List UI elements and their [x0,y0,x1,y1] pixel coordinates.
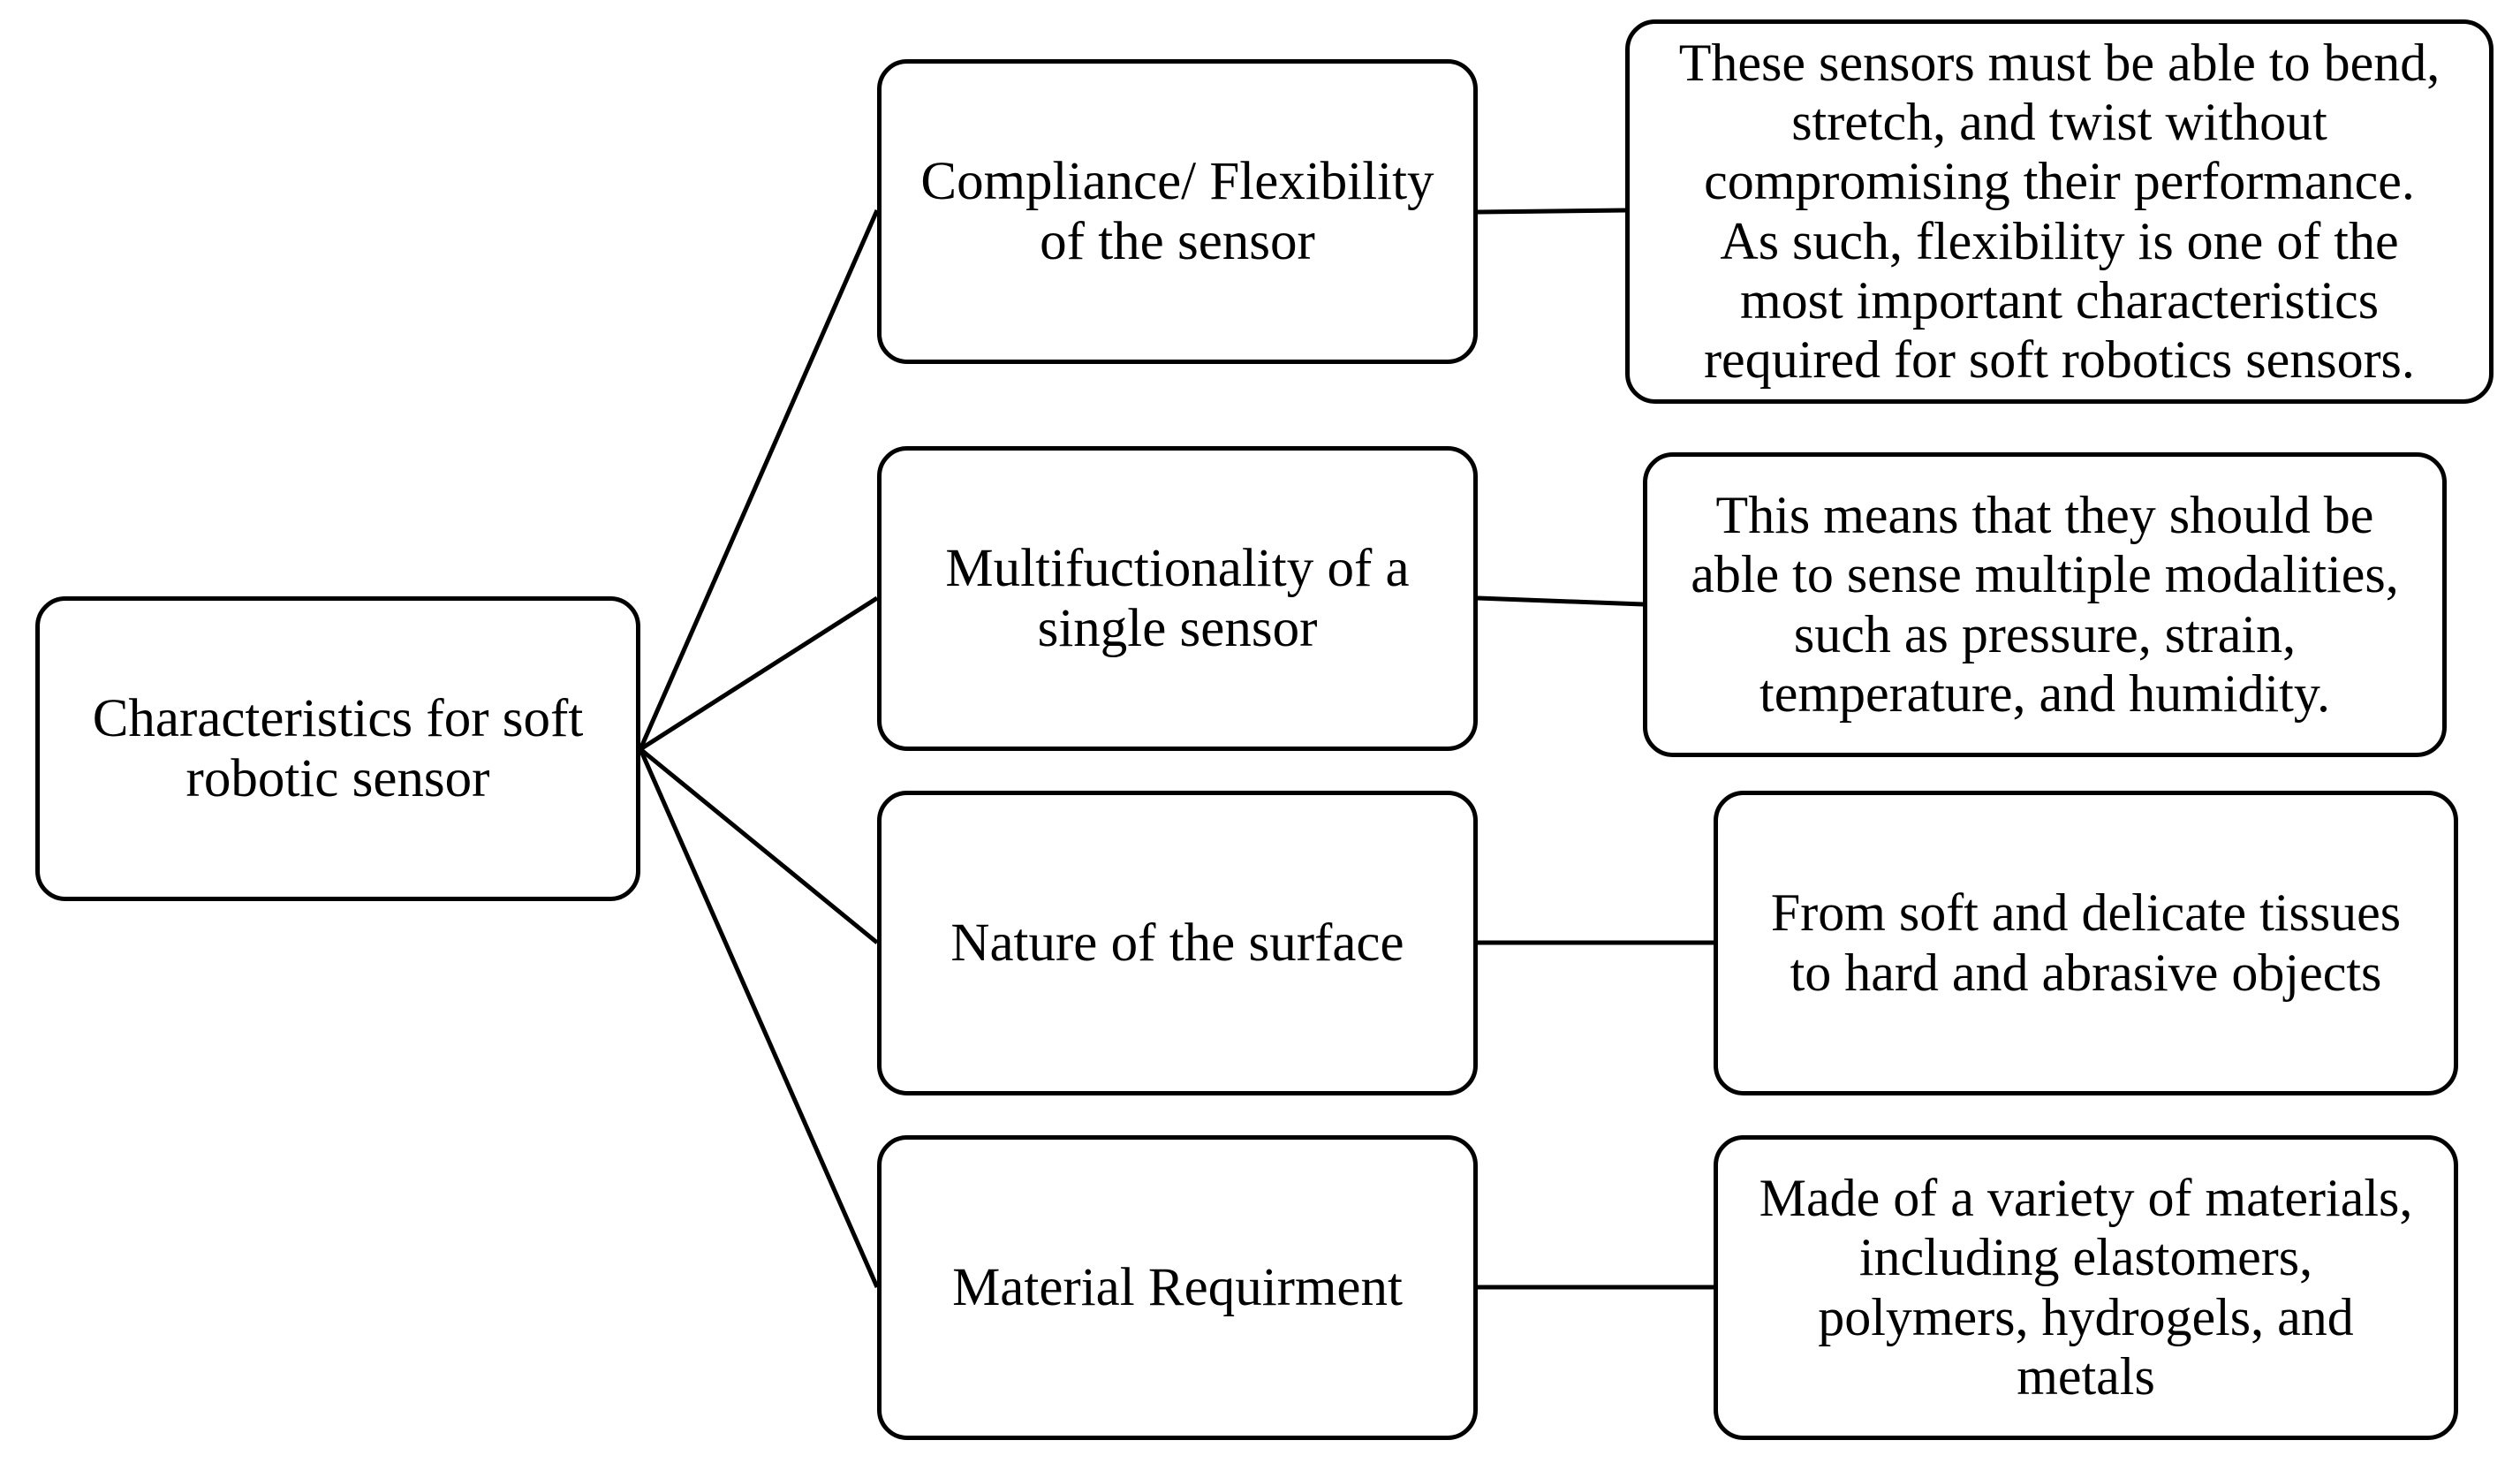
connector-root-to-material [638,747,880,1289]
characteristic-box-material: Material Requirment [877,1135,1478,1440]
description-box-compliance: These sensors must be able to bend, stre… [1625,19,2494,404]
connector-compliance-to-desc [1477,208,1626,215]
connector-root-to-multifunction [639,595,879,752]
description-text-material: Made of a variety of materials, includin… [1759,1169,2413,1406]
description-text-surface: From soft and delicate tissues to hard a… [1770,883,2402,1002]
characteristic-label-surface: Nature of the surface [950,913,1404,973]
connector-root-to-surface [639,747,879,944]
description-box-surface: From soft and delicate tissues to hard a… [1714,791,2458,1095]
characteristic-label-material: Material Requirment [952,1257,1403,1317]
root-label: Characteristics for soft robotic sensor [92,689,584,808]
connector-root-to-compliance [638,208,880,751]
root-box: Characteristics for soft robotic sensor [35,596,640,901]
description-text-multifunctionality: This means that they should be able to s… [1691,486,2399,723]
characteristic-label-multifunctionality: Multifuctionality of a single sensor [945,539,1410,658]
characteristic-box-multifunctionality: Multifuctionality of a single sensor [877,446,1478,751]
characteristic-box-surface: Nature of the surface [877,791,1478,1095]
characteristic-box-compliance: Compliance/ Flexibility of the sensor [877,59,1478,364]
description-text-compliance: These sensors must be able to bend, stre… [1678,33,2441,389]
description-box-material: Made of a variety of materials, includin… [1714,1135,2458,1440]
characteristic-label-compliance: Compliance/ Flexibility of the sensor [920,152,1434,271]
description-box-multifunctionality: This means that they should be able to s… [1643,452,2447,757]
connector-multifunction-to-desc [1477,595,1644,607]
